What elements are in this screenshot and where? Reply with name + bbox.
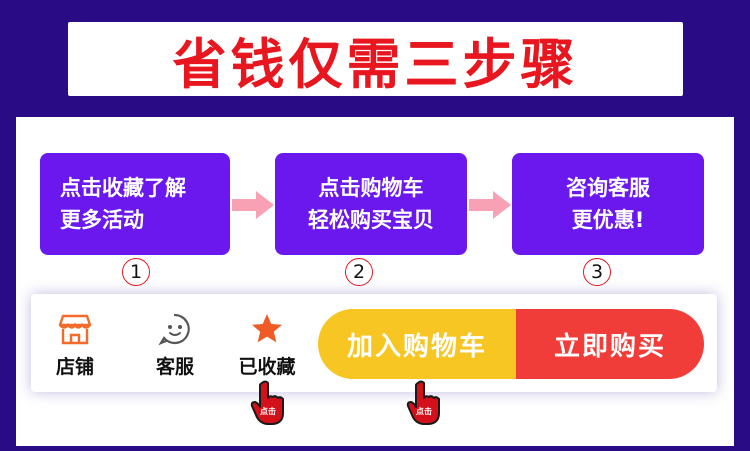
star-icon xyxy=(252,314,282,343)
step-2-line-1: 点击购物车 xyxy=(318,176,424,200)
step-number-3: 3 xyxy=(583,258,611,286)
arrow-right-icon xyxy=(469,191,511,219)
title-banner: 省钱仅需三步骤 xyxy=(68,22,683,96)
shop-label: 店铺 xyxy=(55,356,94,378)
hand-pointer-icon: 点击 xyxy=(248,380,292,426)
step-number-2: 2 xyxy=(345,258,373,286)
buy-now-button[interactable]: 立即购买 xyxy=(516,309,704,379)
chat-face-icon xyxy=(158,313,190,346)
service-label: 客服 xyxy=(155,356,194,378)
steps-panel: 点击收藏了解 更多活动 点击购物车 轻松购买宝贝 咨询客服 更优惠! 1 2 3… xyxy=(16,117,734,446)
step-card-1: 点击收藏了解 更多活动 xyxy=(40,153,230,255)
store-icon xyxy=(58,314,92,345)
favorite-button[interactable]: 已收藏 xyxy=(232,312,302,379)
step-3-line-2: 更优惠! xyxy=(571,208,645,232)
step-number-1: 1 xyxy=(122,258,150,286)
step-card-2: 点击购物车 轻松购买宝贝 xyxy=(275,153,467,255)
step-2-line-2: 轻松购买宝贝 xyxy=(308,208,434,232)
customer-service-button[interactable]: 客服 xyxy=(140,312,210,379)
add-to-cart-button[interactable]: 加入购物车 xyxy=(318,309,516,379)
favorite-label: 已收藏 xyxy=(238,356,296,378)
arrow-right-icon xyxy=(232,191,274,219)
step-1-line-2: 更多活动 xyxy=(60,208,144,232)
step-3-line-1: 咨询客服 xyxy=(566,176,650,200)
step-card-3: 咨询客服 更优惠! xyxy=(512,153,704,255)
page-title: 省钱仅需三步骤 xyxy=(172,32,579,96)
step-1-line-1: 点击收藏了解 xyxy=(60,176,186,200)
click-tag: 点击 xyxy=(260,407,276,416)
hand-pointer-icon: 点击 xyxy=(404,380,448,426)
click-tag: 点击 xyxy=(416,407,432,416)
shop-button[interactable]: 店铺 xyxy=(40,312,110,379)
bottom-action-bar: 店铺 客服 已收藏 加入购物车 立即购买 xyxy=(31,294,717,392)
